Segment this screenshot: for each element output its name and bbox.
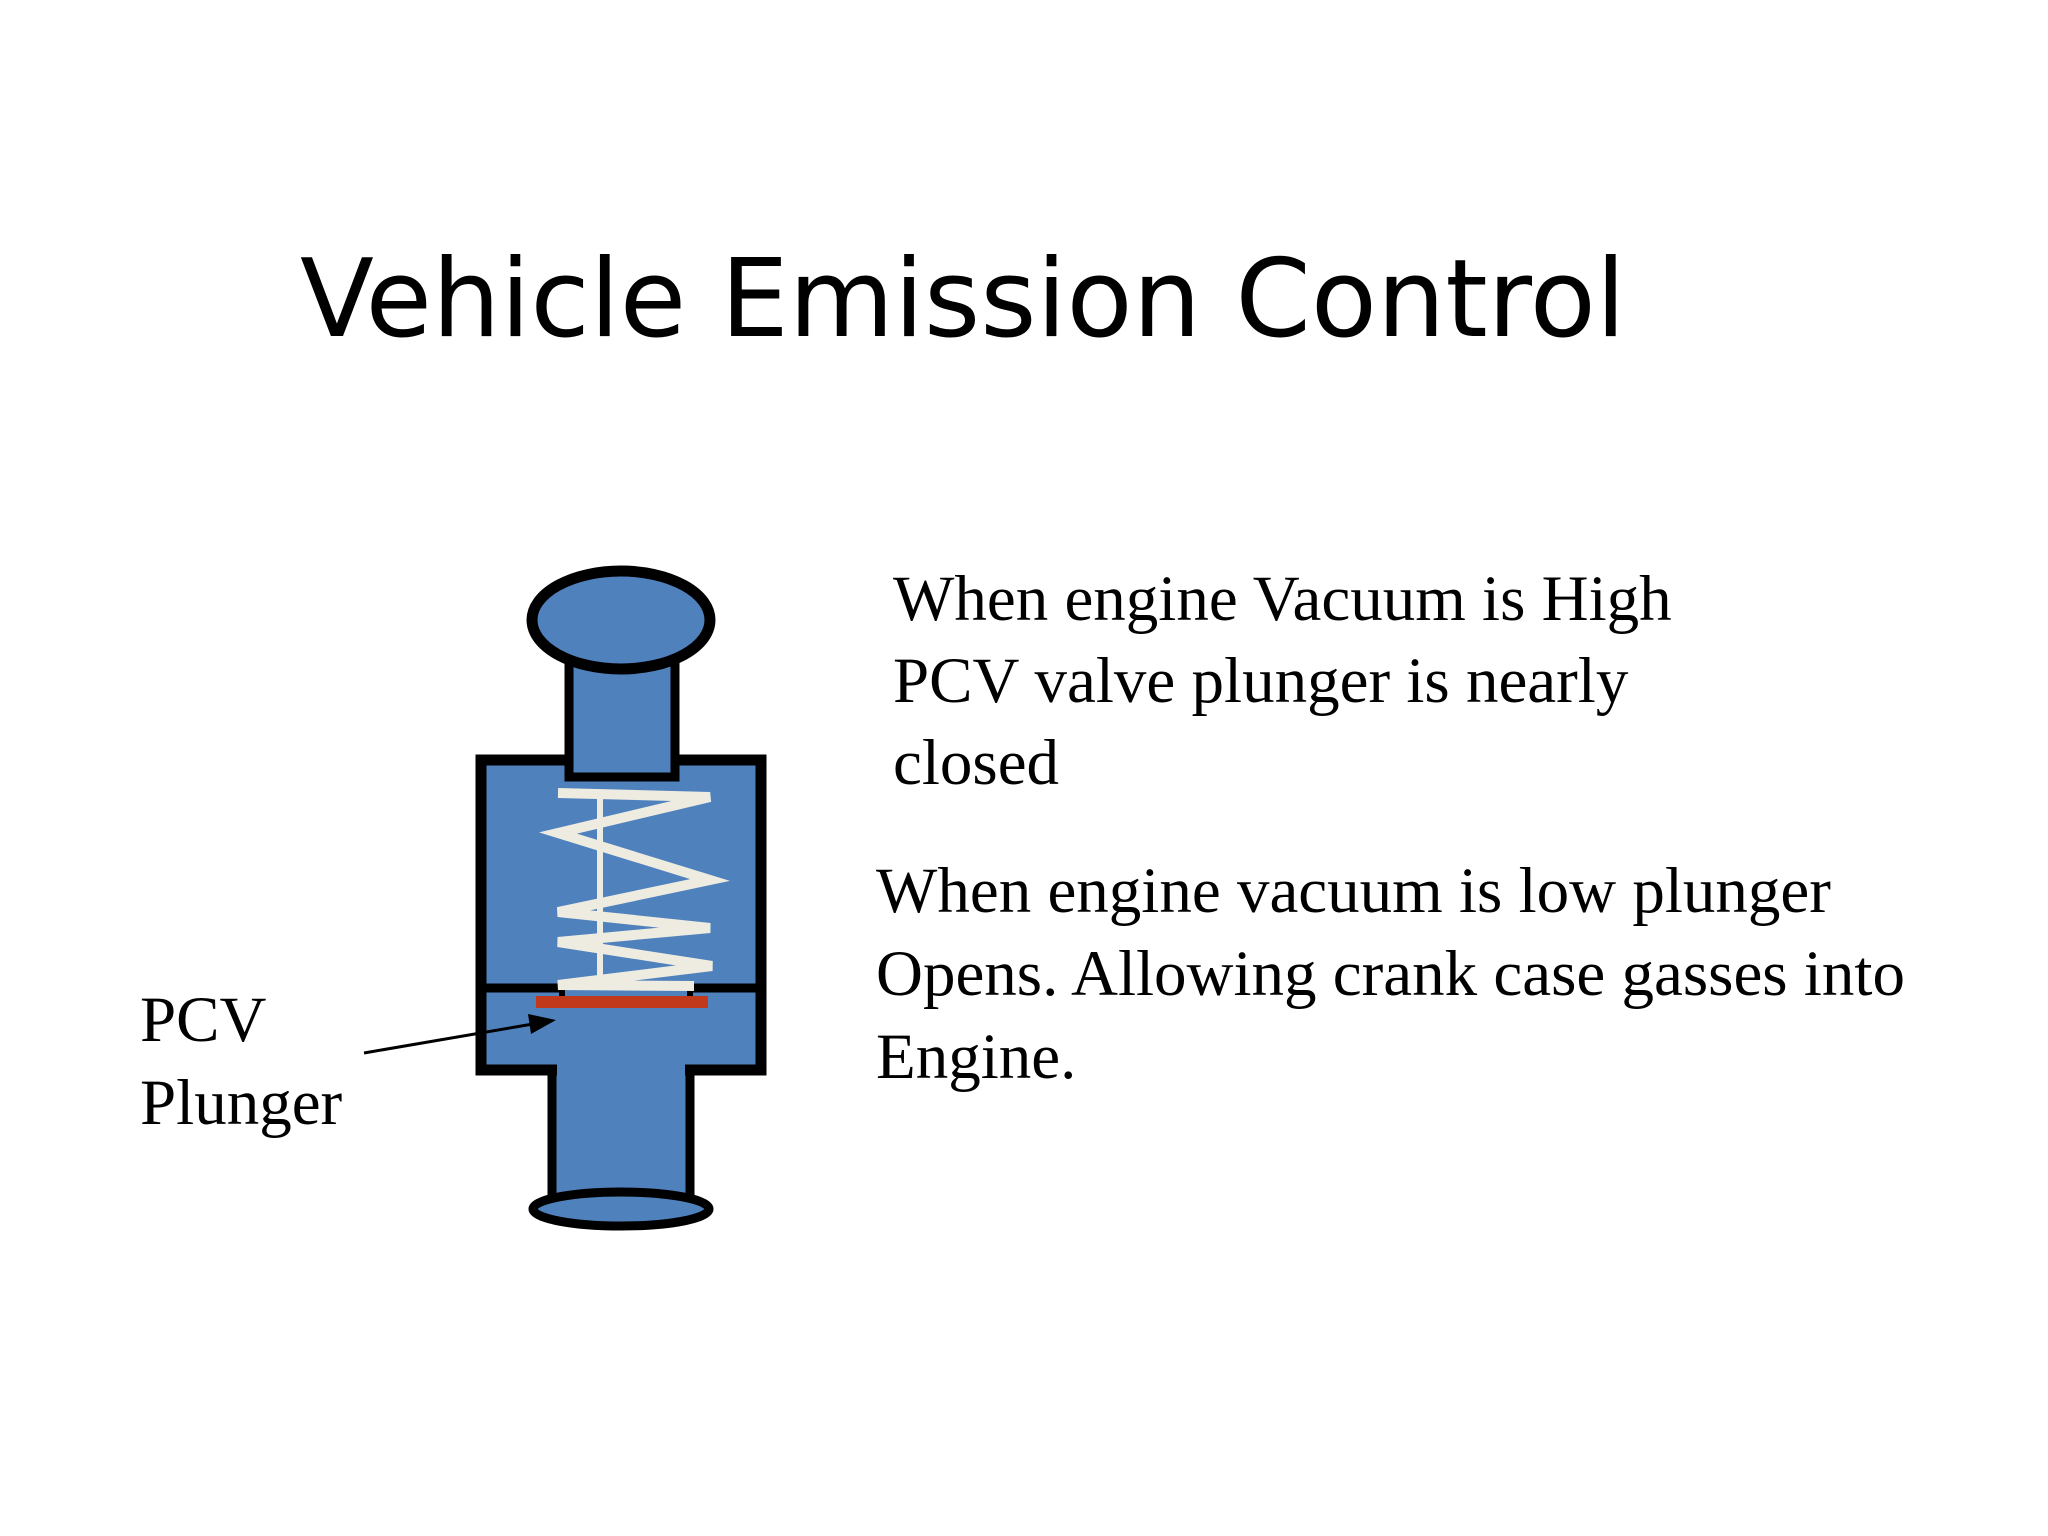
callout-arrow-line <box>363 1022 534 1055</box>
callout-line: Plunger <box>140 1067 343 1139</box>
valve-outlet-joint <box>557 1062 685 1076</box>
description-line: Engine. <box>876 1021 1077 1093</box>
valve-top-cap <box>526 565 716 675</box>
valve-inlet-tube <box>564 655 680 782</box>
valve-bottom-flange <box>528 1187 714 1231</box>
valve-spring <box>539 788 730 991</box>
callout-line: PCV <box>140 984 267 1056</box>
description-line: When engine Vacuum is High <box>893 563 1672 635</box>
description-low-vacuum: When engine vacuum is low plunger Opens.… <box>876 850 1905 1099</box>
description-line: PCV valve plunger is nearly <box>893 645 1629 717</box>
pcv-plunger <box>536 996 708 1008</box>
description-line: Opens. Allowing crank case gasses into <box>876 938 1905 1010</box>
valve-outlet-tube <box>547 1055 695 1215</box>
description-line: closed <box>893 727 1060 799</box>
callout-arrow-head <box>528 1014 556 1034</box>
description-line: When engine vacuum is low plunger <box>876 855 1831 927</box>
slide-title: Vehicle Emission Control <box>300 237 1626 362</box>
pcv-plunger-callout: PCV Plunger <box>140 979 342 1145</box>
description-high-vacuum: When engine Vacuum is High PCV valve plu… <box>893 558 1672 804</box>
